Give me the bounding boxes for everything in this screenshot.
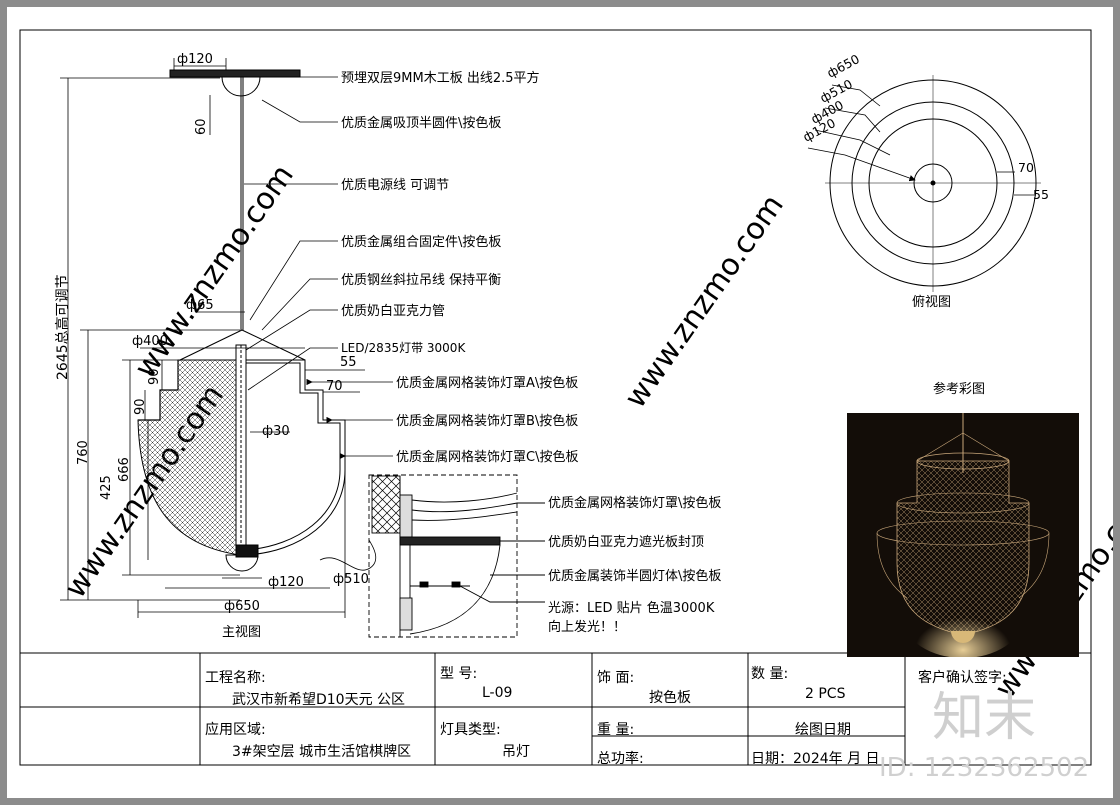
front-view-lamp [137,69,346,572]
model-value: L-09 [482,685,513,701]
dim-d120-bottom: ф120 [268,575,304,590]
front-view-dim-labels: ф120 60 2645总高可调节 760 425 666 90 90 ф400… [54,52,369,640]
project-value: 武汉市新希望D10天元 公区 [232,692,406,708]
customer-signature-label: 客户确认签字: [918,670,1007,686]
callout-fixture: 优质金属组合固定件\按色板 [341,234,501,250]
callout-acrylic-tube: 优质奶白亚克力管 [341,303,445,319]
dim-55: 55 [340,355,357,370]
callout-leaders [244,76,393,460]
dim-90a: 90 [147,368,162,385]
weight-label: 重 量: [597,722,635,738]
guy-wire-right [241,329,306,361]
front-view-dimensions [60,58,365,618]
detail-callout-dome: 优质金属装饰半圆灯体\按色板 [548,568,721,584]
front-view-title: 主视图 [222,625,261,640]
dim-666: 666 [117,457,132,482]
top-view-title: 俯视图 [912,294,951,310]
qty-label: 数 量: [751,666,789,682]
top-view [825,75,1041,292]
id-watermark: ID: 1232362502 [879,753,1090,783]
callout-ceiling-board: 预埋双层9MM木工板 出线2.5平方 [341,70,540,86]
dim-60: 60 [194,118,209,135]
ceiling-plate [169,69,301,78]
project-label: 工程名称: [205,670,266,686]
detail-callout-labels: 优质金属网格装饰灯罩\按色板 优质奶白亚克力遮光板封顶 优质金属装饰半圆灯体\按… [548,495,721,635]
dim-425: 425 [99,475,114,500]
area-value: 3#架空层 城市生活馆棋牌区 [232,744,412,760]
reference-title: 参考彩图 [933,381,985,397]
callout-led-strip: LED/2835灯带 3000K [341,341,466,355]
dim-d30: ф30 [262,424,290,439]
dim-d120-top: ф120 [177,52,213,67]
dim-d400: ф400 [132,334,168,349]
qty-value: 2 PCS [805,686,846,702]
detail-link-curve [319,539,377,571]
top-d650: ф650 [824,51,862,80]
dim-d510: ф510 [333,572,369,587]
dim-760: 760 [76,440,91,465]
drawing-canvas: www.znzmo.com www.znzmo.com www.znzmo.co… [19,29,1113,766]
type-label: 灯具类型: [440,722,501,738]
guy-wire-left [179,329,243,361]
bottom-fitting [235,544,259,558]
finish-value: 按色板 [649,690,691,706]
section-detail [368,474,545,638]
drawing-sheet: www.znzmo.com www.znzmo.com www.znzmo.co… [7,7,1113,798]
top-view-labels: ф650 ф510 ф400 ф120 70 55 俯视图 参考彩图 [800,51,1049,397]
type-value: 吊灯 [502,744,530,760]
svg-text:www.znzmo.com: www.znzmo.com [128,158,301,384]
finish-label: 饰 面: [597,670,635,686]
callout-shade-b: 优质金属网格装饰灯罩B\按色板 [396,413,578,429]
detail-callout-mesh: 优质金属网格装饰灯罩\按色板 [548,495,721,511]
draw-date-label: 绘图日期 [795,722,851,738]
top-55: 55 [1033,187,1049,202]
date-label: 日期：2024年 月 日 [751,751,880,767]
callout-shade-c: 优质金属网格装饰灯罩C\按色板 [396,449,578,465]
dim-70: 70 [326,379,343,394]
callout-guy-wire: 优质钢丝斜拉吊线 保持平衡 [341,273,501,288]
area-label: 应用区域: [205,722,266,738]
detail-callout-uplight: 向上发光！！ [548,619,626,635]
reference-photo [847,413,1079,657]
callout-power-cable: 优质电源线 可调节 [341,178,449,193]
top-70: 70 [1018,160,1034,175]
top-view-leaders [807,84,1036,196]
detail-callout-acrylic: 优质奶白亚克力遮光板封顶 [548,534,704,550]
mesh-shade-left [137,359,241,556]
dim-d65: ф65 [186,298,214,313]
shade-right-outline [245,359,346,556]
dim-d650: ф650 [224,599,260,614]
callout-labels: 预埋双层9MM木工板 出线2.5平方 优质金属吸顶半圆件\按色板 优质电源线 可… [341,70,578,465]
model-label: 型 号: [440,666,478,682]
dim-90b: 90 [133,398,148,415]
brand-watermark: 知末 [932,688,1037,748]
dim-total-height: 2645总高可调节 [54,274,71,380]
reference-photo-art [876,413,1050,657]
callout-canopy: 优质金属吸顶半圆件\按色板 [341,115,501,131]
callout-shade-a: 优质金属网格装饰灯罩A\按色板 [396,375,578,391]
svg-text:www.znzmo.com: www.znzmo.com [618,188,791,414]
detail-callout-light-source: 光源：LED 贴片 色温3000K [548,600,715,616]
power-label: 总功率: [597,751,644,767]
drawing-border [19,29,1092,766]
